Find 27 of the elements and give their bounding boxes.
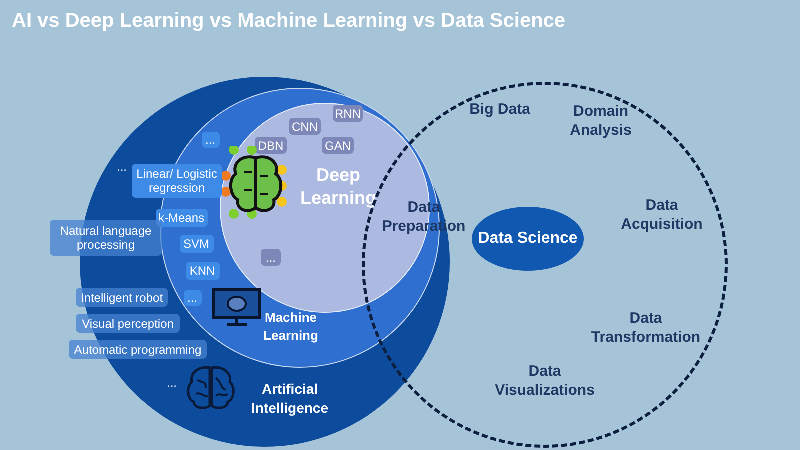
text-label: Data Visualizations [494, 362, 596, 400]
algorithm-tag: ... [202, 132, 220, 148]
application-tag: Visual perception [76, 314, 180, 333]
text-label: Domain Analysis [569, 102, 633, 140]
text-label: Big Data [468, 100, 532, 119]
application-tag: Intelligent robot [76, 288, 168, 307]
model-tag: DBN [255, 137, 287, 154]
model-tag: RNN [333, 105, 363, 122]
circle-label: Deep Learning [299, 164, 378, 210]
topic-ellipse: Data Science [472, 207, 584, 271]
text-label: ... [166, 375, 178, 392]
algorithm-tag: SVM [180, 234, 214, 252]
circle-label: Artificial Intelligence [250, 380, 330, 418]
text-label: Data Acquisition [620, 196, 704, 234]
algorithm-tag: Linear/ Logistic regression [132, 164, 222, 198]
algorithm-tag: KNN [186, 262, 220, 280]
title: AI vs Deep Learning vs Machine Learning vs Data Science [12, 10, 566, 33]
model-tag: ... [261, 249, 281, 266]
algorithm-tag: k-Means [156, 208, 208, 226]
algorithm-tag: ... [184, 290, 202, 306]
text-label: Data Transformation [590, 309, 702, 347]
text-label: ... [116, 159, 128, 176]
application-tag: Natural language processing [50, 220, 162, 256]
model-tag: GAN [322, 137, 354, 154]
circle-label: Machine Learning [262, 309, 320, 345]
application-tag: Automatic programming [69, 340, 207, 359]
model-tag: CNN [289, 118, 321, 135]
